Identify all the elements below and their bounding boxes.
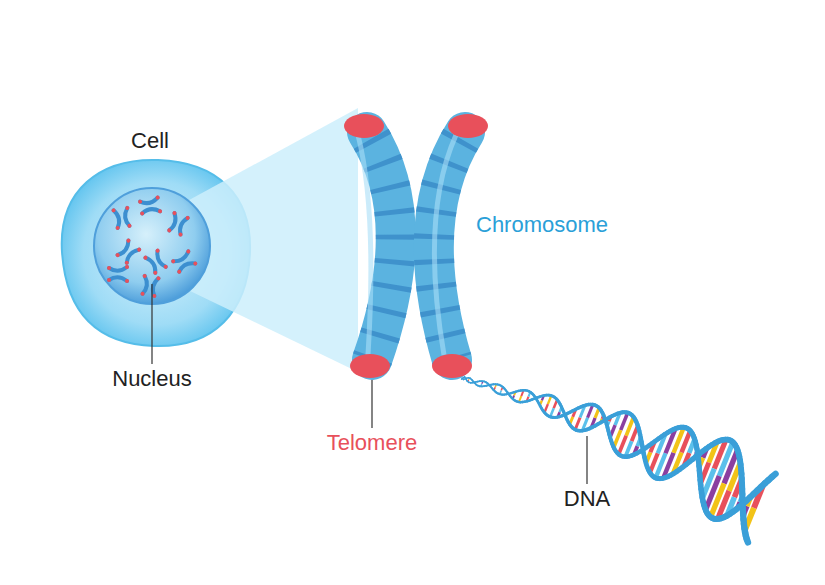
telomere-label: Telomere xyxy=(327,430,417,456)
base-pair xyxy=(588,405,593,418)
dna-label: DNA xyxy=(564,486,610,512)
base-pair xyxy=(550,408,553,417)
nucleus-label: Nucleus xyxy=(112,366,191,392)
mini-chromosomes xyxy=(107,195,198,298)
base-pair xyxy=(467,380,469,382)
dna-strand xyxy=(747,539,748,542)
cell-label: Cell xyxy=(131,128,169,154)
base-pair xyxy=(621,413,628,430)
chromosome-label: Chromosome xyxy=(476,212,608,238)
dna-strand xyxy=(772,474,776,477)
base-pair xyxy=(580,405,585,417)
base-pair xyxy=(494,387,495,390)
base-pair xyxy=(619,436,626,455)
dna-helix xyxy=(462,377,776,543)
base-pair xyxy=(626,417,633,436)
chromosome xyxy=(344,114,488,378)
leader-line xyxy=(151,284,152,364)
base-pair xyxy=(500,391,501,395)
leader-line xyxy=(586,436,587,484)
base-pair xyxy=(575,418,580,430)
leader-line xyxy=(371,380,372,428)
